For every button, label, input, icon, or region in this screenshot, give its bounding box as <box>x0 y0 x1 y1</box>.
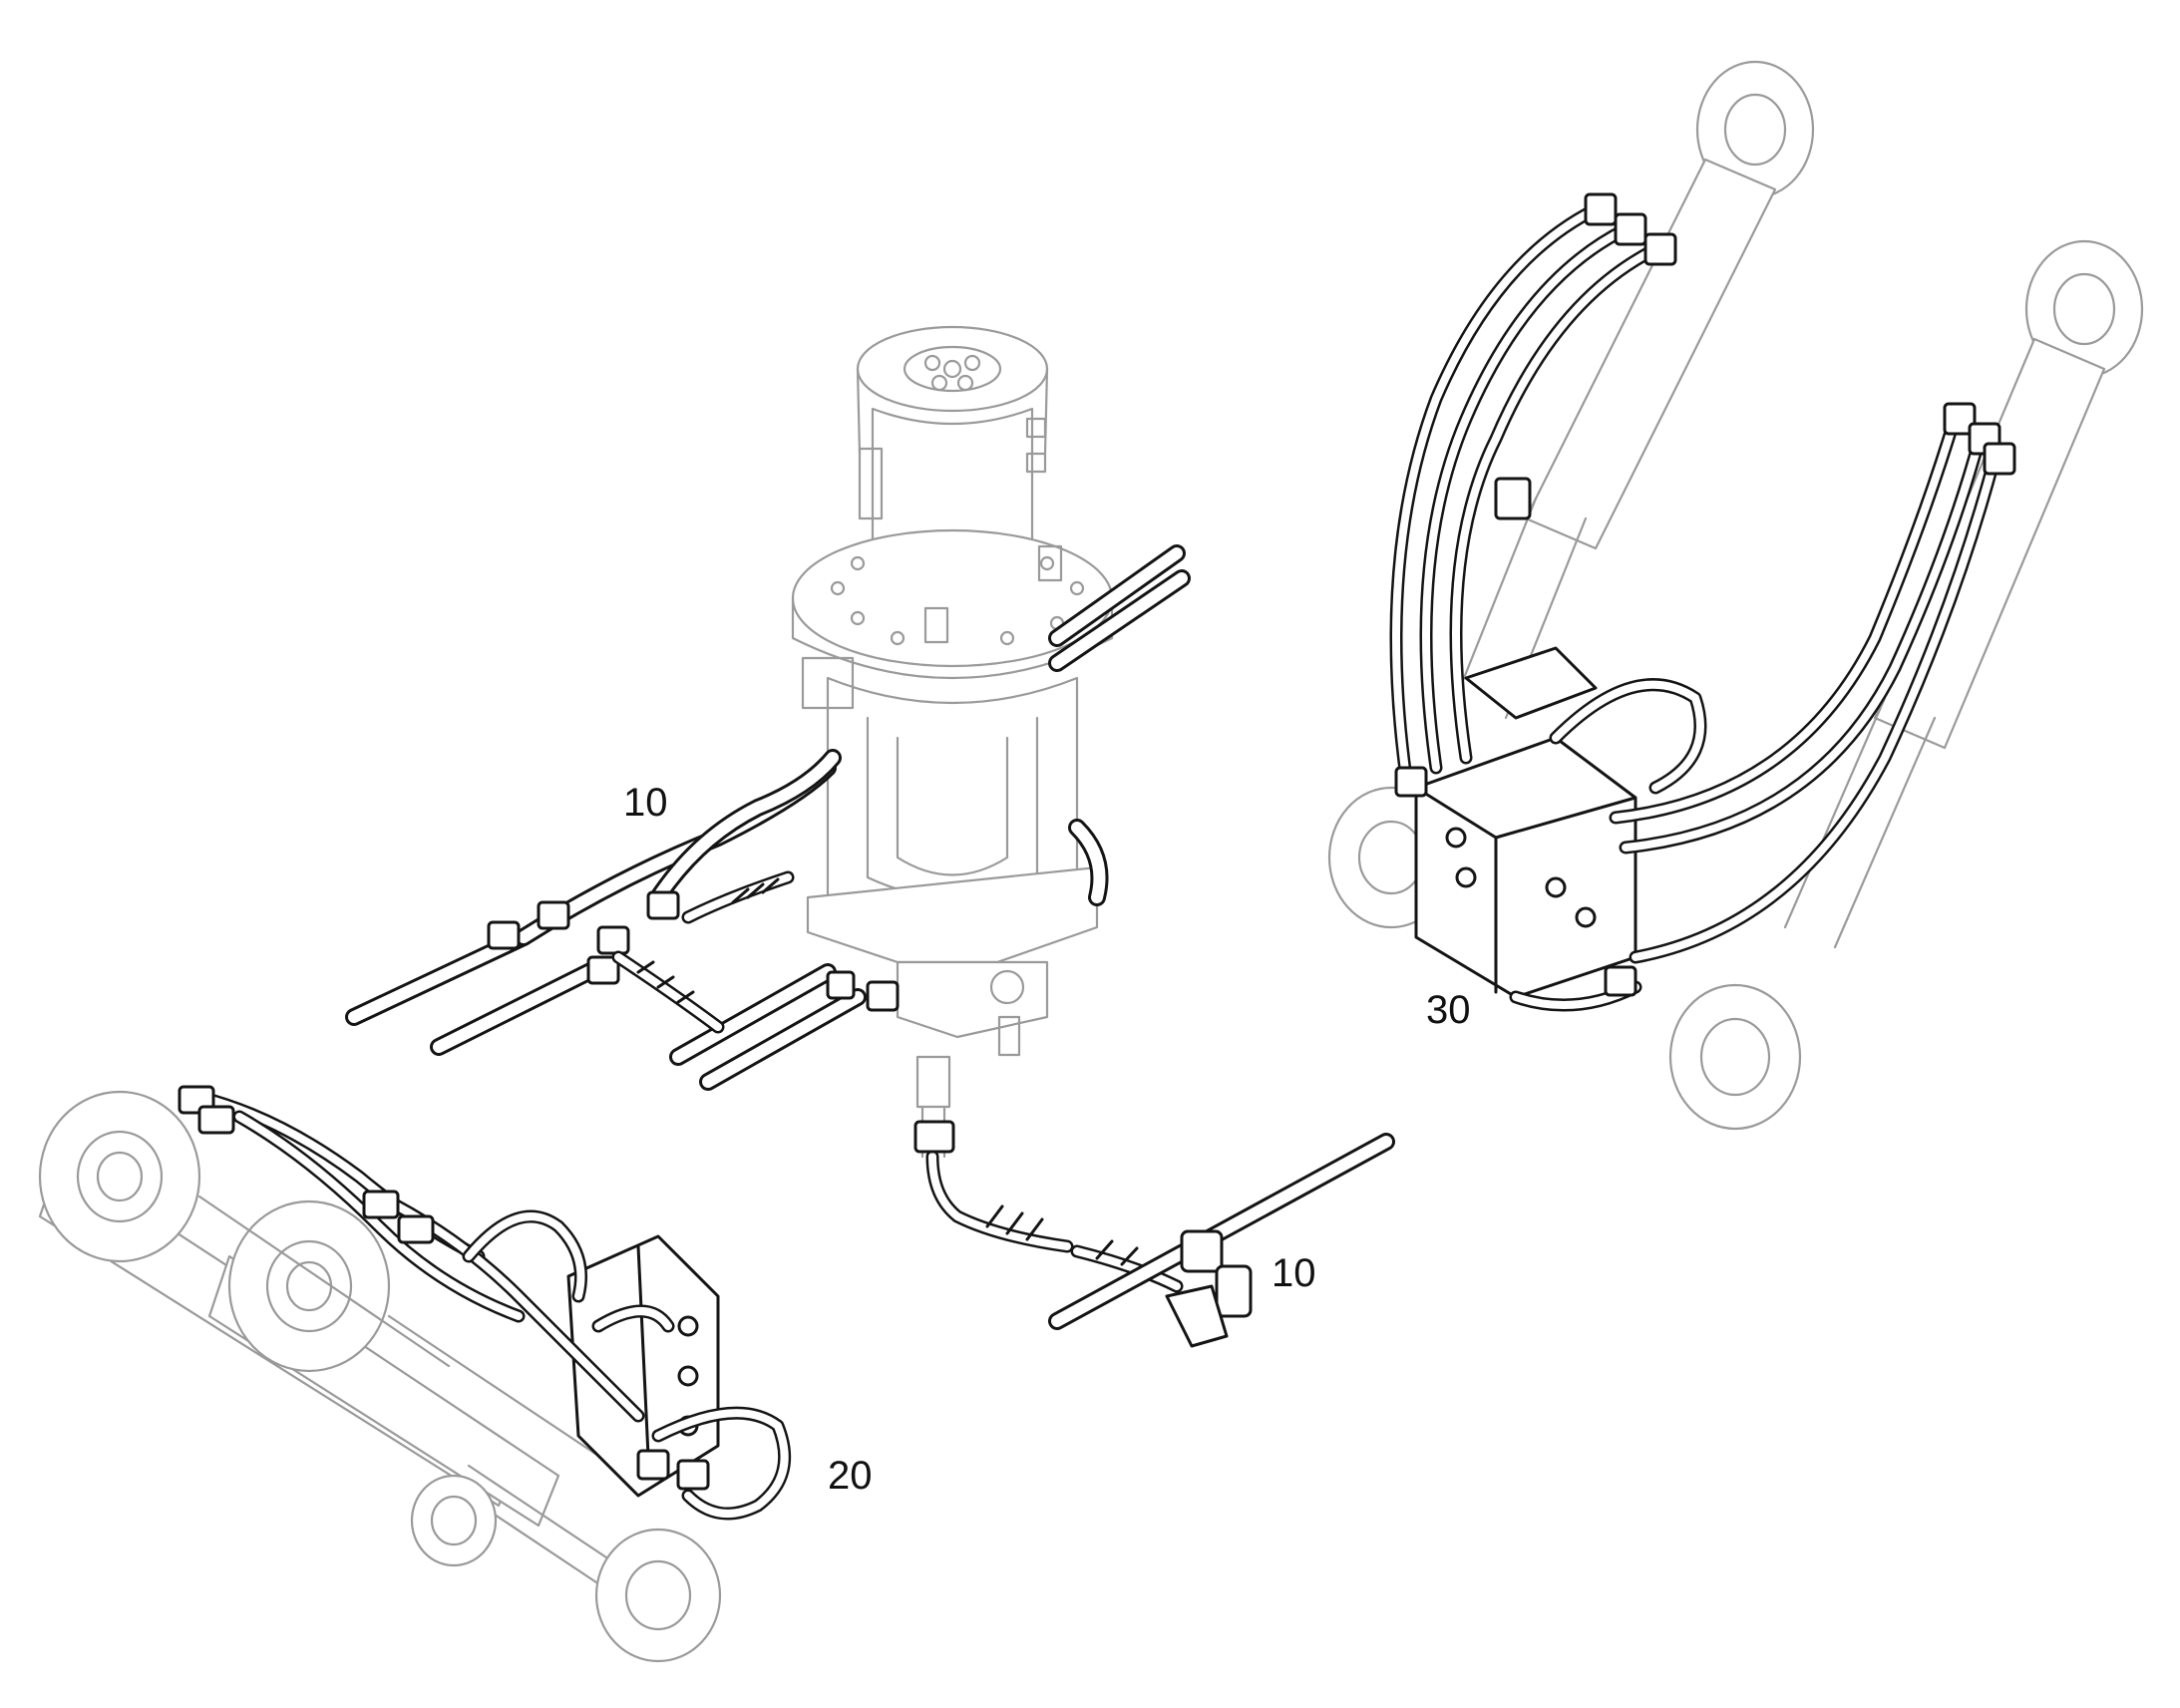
callout-front-cylinders: 20 <box>828 1454 873 1498</box>
swivel-joint <box>791 325 1114 1159</box>
swivel-pipelines <box>345 544 1191 1091</box>
rear-steering-cylinders <box>1327 60 2144 1131</box>
callout-swivel-lines-lower: 10 <box>1272 1251 1316 1295</box>
callout-swivel-lines-upper: 10 <box>623 781 668 825</box>
front-steering-cylinders <box>38 1085 792 1663</box>
lower-supply-line <box>913 1120 1395 1348</box>
callout-rear-cylinders: 30 <box>1426 988 1471 1032</box>
